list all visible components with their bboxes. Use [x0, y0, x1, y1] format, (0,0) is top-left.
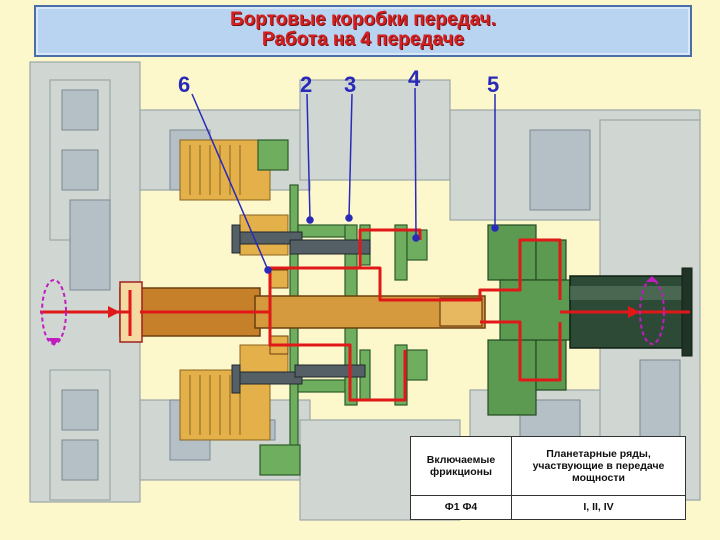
- title-line-1: Бортовые коробки передач.: [230, 9, 496, 30]
- callout-leaders: [191, 87, 499, 274]
- header-planetary-rows: Планетарные ряды, участвующие в передаче…: [511, 436, 686, 496]
- table-header-row: Включаемые фрикционы Планетарные ряды, у…: [410, 436, 686, 496]
- cell-planetary-rows: I, II, IV: [511, 494, 686, 521]
- callout-6: 6: [178, 72, 191, 97]
- callout-3: 3: [344, 72, 357, 97]
- callout-4: 4: [408, 66, 421, 91]
- cell-clutches: Ф1 Ф4: [410, 494, 512, 521]
- header-clutches: Включаемые фрикционы: [410, 436, 512, 496]
- output-rotation-arrow-icon: [646, 276, 658, 282]
- callout-2: 2: [300, 72, 313, 97]
- title-banner: Бортовые коробки передач. Работа на 4 пе…: [34, 5, 692, 57]
- clutch-plates: [189, 145, 241, 435]
- output-planetary: [487, 224, 571, 416]
- callout-5: 5: [487, 72, 500, 97]
- gear-legend-table: Включаемые фрикционы Планетарные ряды, у…: [410, 436, 686, 521]
- input-rotation-arrow-icon: [48, 338, 60, 346]
- power-flow-path: [40, 228, 690, 402]
- aux-shafts: [231, 224, 371, 394]
- table-row: Ф1 Ф4 I, II, IV: [410, 494, 686, 521]
- flow-arrows: [108, 306, 640, 318]
- title-line-2: Работа на 4 передаче: [261, 29, 465, 50]
